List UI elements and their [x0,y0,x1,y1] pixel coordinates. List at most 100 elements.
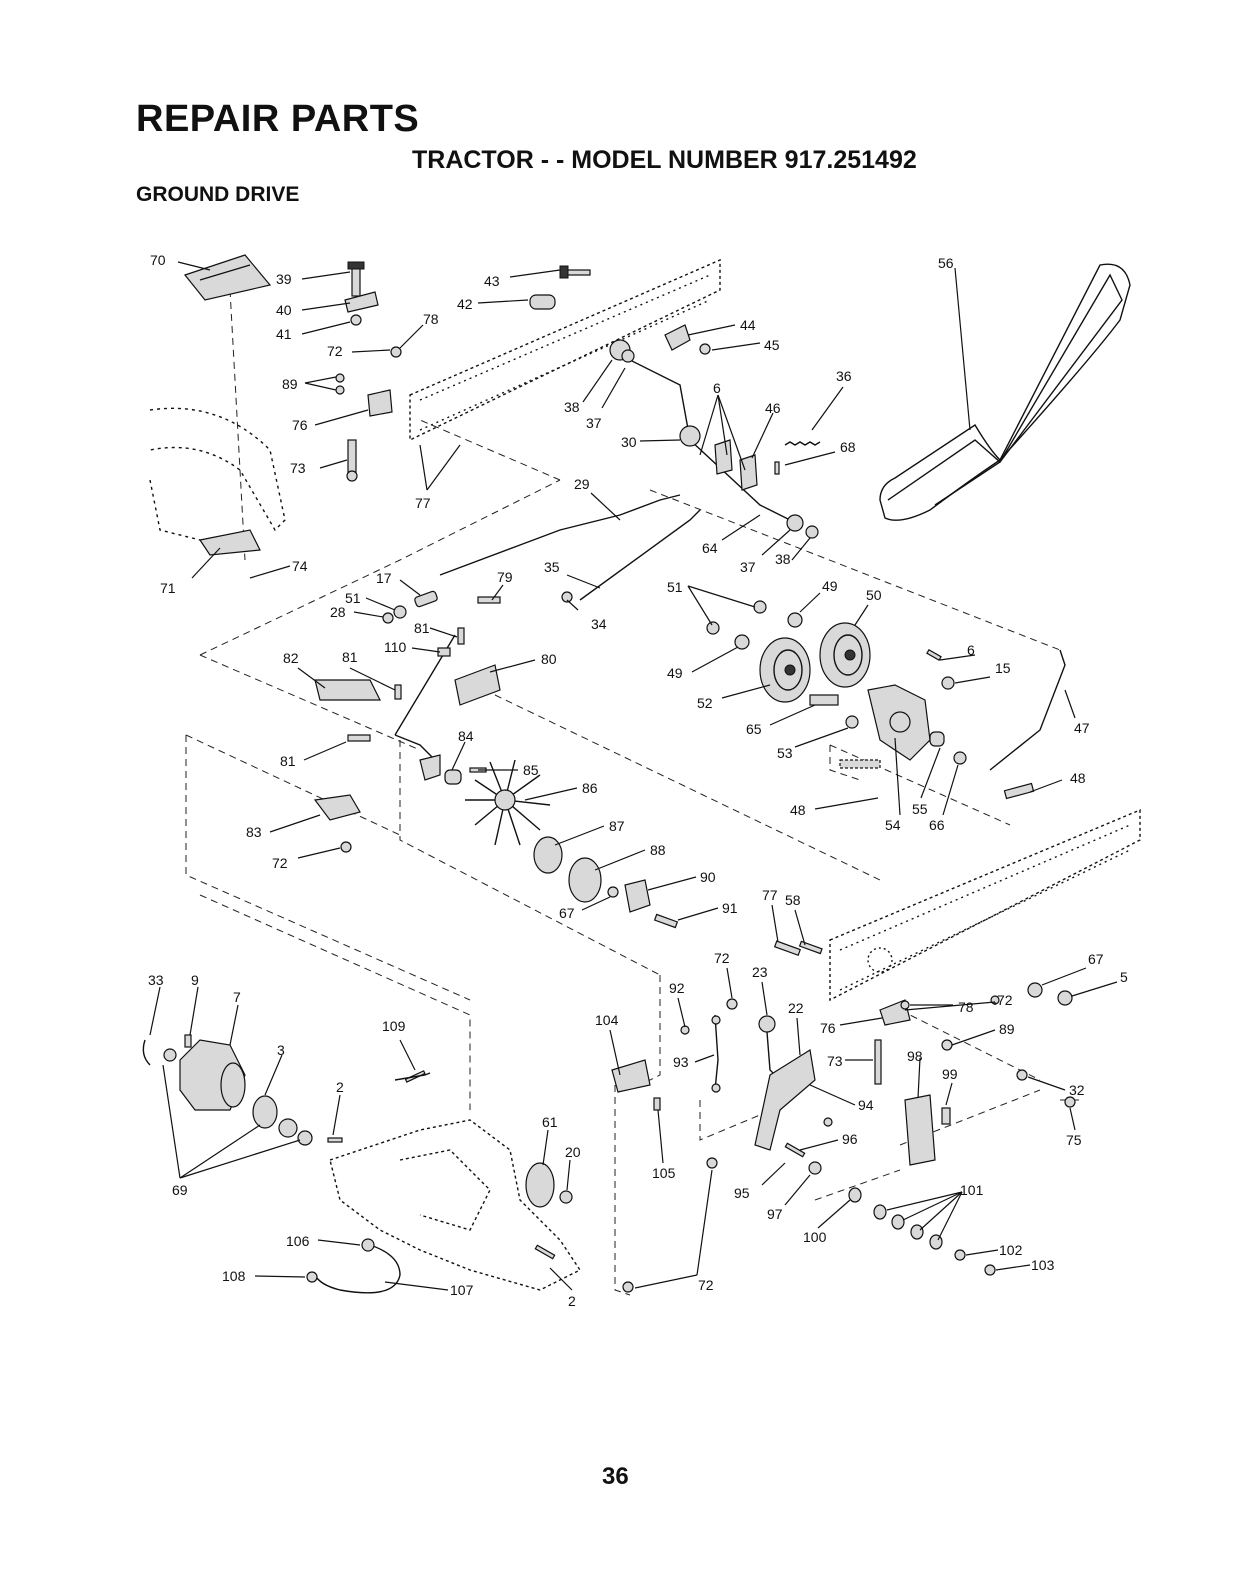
nut-72b [340,841,352,853]
pedal-plate [199,529,261,556]
callout: 74 [292,558,308,574]
callout: 103 [1031,1257,1055,1273]
callout: 7 [233,989,241,1005]
page-number: 36 [602,1463,629,1490]
callout: 29 [574,476,590,492]
callout: 83 [246,824,262,840]
callout: 58 [785,892,801,908]
callout: 45 [764,337,780,353]
callout: 23 [752,964,768,980]
callout: 49 [822,578,838,594]
callout: 72 [272,855,288,871]
callout: 6 [967,642,975,658]
callout: 35 [544,559,560,575]
callout: 77 [415,495,431,511]
callout: 15 [995,660,1011,676]
callout: 86 [582,780,598,796]
right-rail-hardware [622,940,1076,1293]
bracket-90 [624,879,651,913]
callout: 96 [842,1131,858,1147]
callout: 81 [342,649,358,665]
shaft-64 [609,339,819,539]
callout-labels: 39 40 41 43 42 78 72 70 89 44 45 56 36 6… [148,252,1128,1309]
callout: 54 [885,817,901,833]
spacer-42 [529,265,591,310]
callout: 67 [1088,951,1104,967]
callout: 34 [591,616,607,632]
callout: 51 [345,590,361,606]
callout: 110 [384,639,407,655]
callout: 101 [960,1182,984,1198]
spring-36 [784,441,821,446]
callout: 53 [777,745,793,761]
shaft-109 [394,1072,431,1081]
bracket-76 [335,346,402,482]
callout: 91 [722,900,738,916]
callout: 30 [621,434,637,450]
callout: 73 [827,1053,843,1069]
page-title: REPAIR PARTS [136,98,420,140]
callout: 48 [1070,770,1086,786]
callout: 47 [1074,720,1090,736]
callout: 76 [292,417,308,433]
pulley-87 [533,836,563,874]
callout: 72 [714,950,730,966]
callout: 85 [523,762,539,778]
callout: 5 [1120,969,1128,985]
callout: 98 [907,1048,923,1064]
callout: 100 [803,1229,827,1245]
callout: 37 [740,559,756,575]
callout: 97 [767,1206,783,1222]
callout: 22 [788,1000,804,1016]
callout: 106 [286,1233,310,1249]
assembly-dashed-lines [185,289,1080,1296]
callout: 84 [458,728,474,744]
callout: 93 [673,1054,689,1070]
callout: 6 [713,380,721,396]
callout: 81 [280,753,296,769]
callout: 88 [650,842,666,858]
callout: 44 [740,317,756,333]
section-title: GROUND DRIVE [136,183,300,206]
callout: 55 [912,801,928,817]
callout: 20 [565,1144,581,1160]
callout: 78 [958,999,974,1015]
pulley-61 [525,1162,555,1208]
callout: 76 [820,1020,836,1036]
callout: 69 [172,1182,188,1198]
callout: 80 [541,651,557,667]
callout: 42 [457,296,473,312]
callout: 89 [999,1021,1015,1037]
callout: 67 [559,905,575,921]
bracket-104 [611,1059,661,1111]
callout: 64 [702,540,718,556]
nut-20 [559,1190,573,1204]
callout: 3 [277,1042,285,1058]
callout: 95 [734,1185,750,1201]
callout: 77 [762,887,778,903]
pedal-arm-83 [313,794,361,821]
fender-outline [149,407,286,541]
pulley-88 [568,857,602,903]
callout: 46 [765,400,781,416]
hub-7-group [142,1034,343,1146]
callout: 72 [698,1277,714,1293]
bolt-91 [653,913,679,929]
bracket-44 [664,324,711,355]
spring-17-group [382,590,438,624]
callout: 61 [542,1114,558,1130]
pin-6-washer-15 [926,648,955,690]
callout: 40 [276,302,292,318]
callout: 68 [840,439,856,455]
link-93 [680,998,738,1093]
washer-67a [607,886,619,898]
callout: 71 [160,580,176,596]
rod-47 [989,649,1066,800]
callout: 73 [290,460,306,476]
leader-lines [149,261,1118,1291]
callout: 94 [858,1097,874,1113]
callout: 37 [586,415,602,431]
ferrule-34 [561,591,573,603]
fan-86 [444,759,551,846]
